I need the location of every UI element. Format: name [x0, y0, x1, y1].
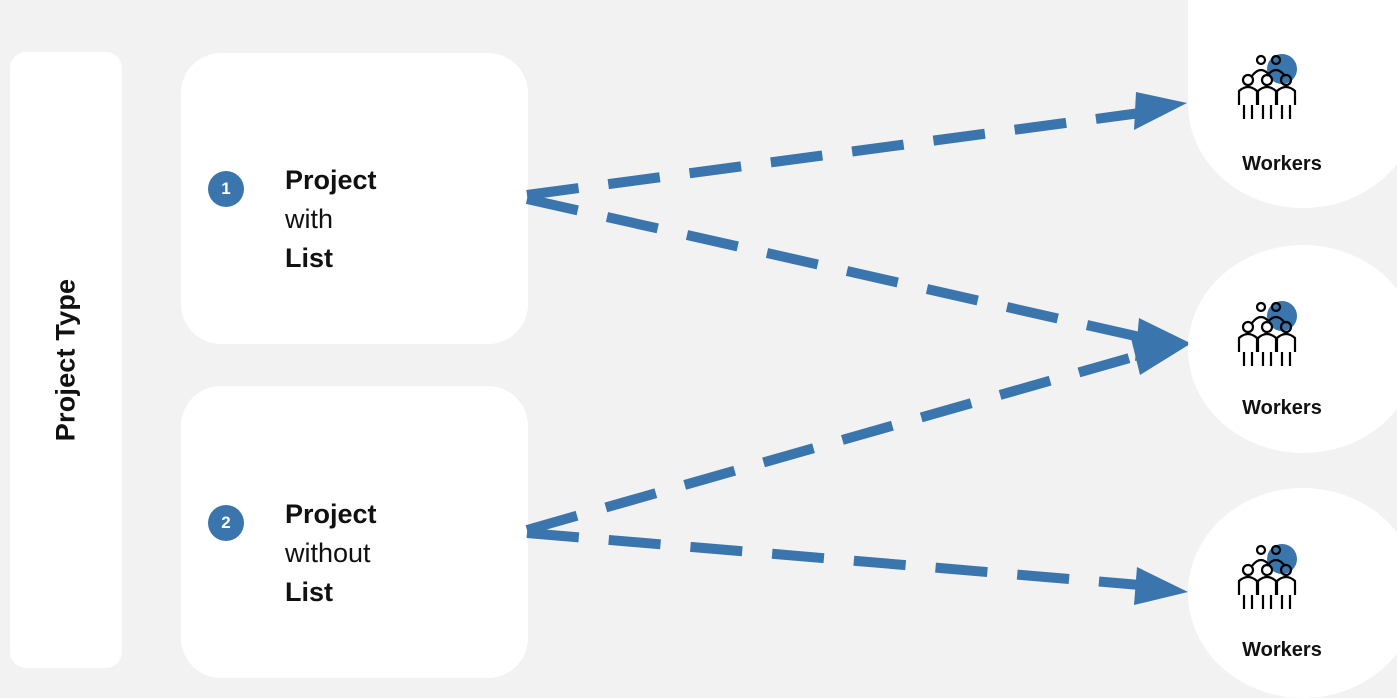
project-without-list-card: 2 Project without List — [181, 386, 528, 678]
arrow-line-2-to-worker-2 — [525, 350, 1142, 535]
people-group-icon — [1237, 301, 1297, 366]
project-list-word: List — [285, 243, 334, 273]
project-with-list-card: 1 Project with List — [181, 53, 528, 344]
project-qualifier: with — [285, 204, 334, 234]
number-badge-1: 1 — [208, 171, 244, 207]
workers-label: Workers — [1242, 397, 1322, 419]
people-group-icon — [1237, 544, 1297, 609]
project-title: Project — [285, 499, 377, 529]
project-with-list-text: Project with List — [285, 161, 377, 278]
arrowhead-4 — [1134, 567, 1188, 605]
project-list-word: List — [285, 577, 334, 607]
arrow-line-2-to-worker-3 — [526, 528, 1141, 590]
workers-node-2: Workers — [1188, 245, 1397, 453]
arrow-line-1-to-worker-1 — [526, 108, 1141, 200]
arrowhead-1 — [1134, 92, 1187, 130]
arrowhead-3 — [1129, 330, 1190, 375]
project-title: Project — [285, 165, 377, 195]
workers-node-3: Workers — [1188, 488, 1397, 698]
project-without-list-text: Project without List — [285, 495, 377, 612]
workers-node-1: Workers — [1188, 0, 1397, 208]
arrow-line-1-to-worker-2 — [525, 194, 1142, 342]
workers-label: Workers — [1242, 153, 1322, 175]
number-badge-2: 2 — [208, 505, 244, 541]
project-type-panel — [10, 52, 122, 668]
workers-label: Workers — [1242, 639, 1322, 661]
project-qualifier: without — [285, 538, 371, 568]
people-group-icon — [1237, 54, 1297, 119]
